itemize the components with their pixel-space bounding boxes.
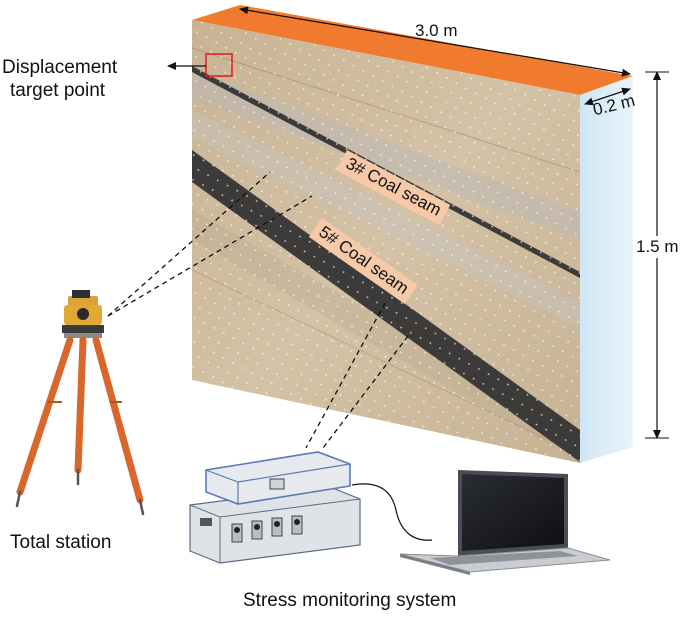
- width-dimension-label: 3.0 m: [415, 21, 458, 40]
- stress-monitoring-label: Stress monitoring system: [243, 590, 457, 611]
- measurement-lines: [107, 171, 433, 541]
- laptop-cable: [351, 483, 433, 541]
- sensor-line-right: [322, 335, 409, 449]
- laptop-icon: [399, 470, 611, 575]
- thickness-dimension-arrow: [584, 87, 631, 106]
- sight-line-upper: [107, 171, 271, 317]
- sight-line-lower: [107, 195, 313, 317]
- sensor-line-left: [305, 302, 386, 449]
- displacement-target-box: [205, 53, 233, 77]
- displacement-label-line2: target point: [10, 80, 106, 101]
- physical-model: [192, 5, 633, 463]
- height-dimension-label: 1.5 m: [636, 236, 679, 258]
- displacement-label-line1: Displacement: [2, 57, 118, 78]
- model-side-face: [580, 76, 633, 463]
- total-station-label: Total station: [10, 532, 112, 553]
- total-station-icon: [15, 290, 145, 516]
- data-acquisition-unit-icon: [189, 451, 361, 564]
- width-dimension-arrow: [239, 6, 631, 77]
